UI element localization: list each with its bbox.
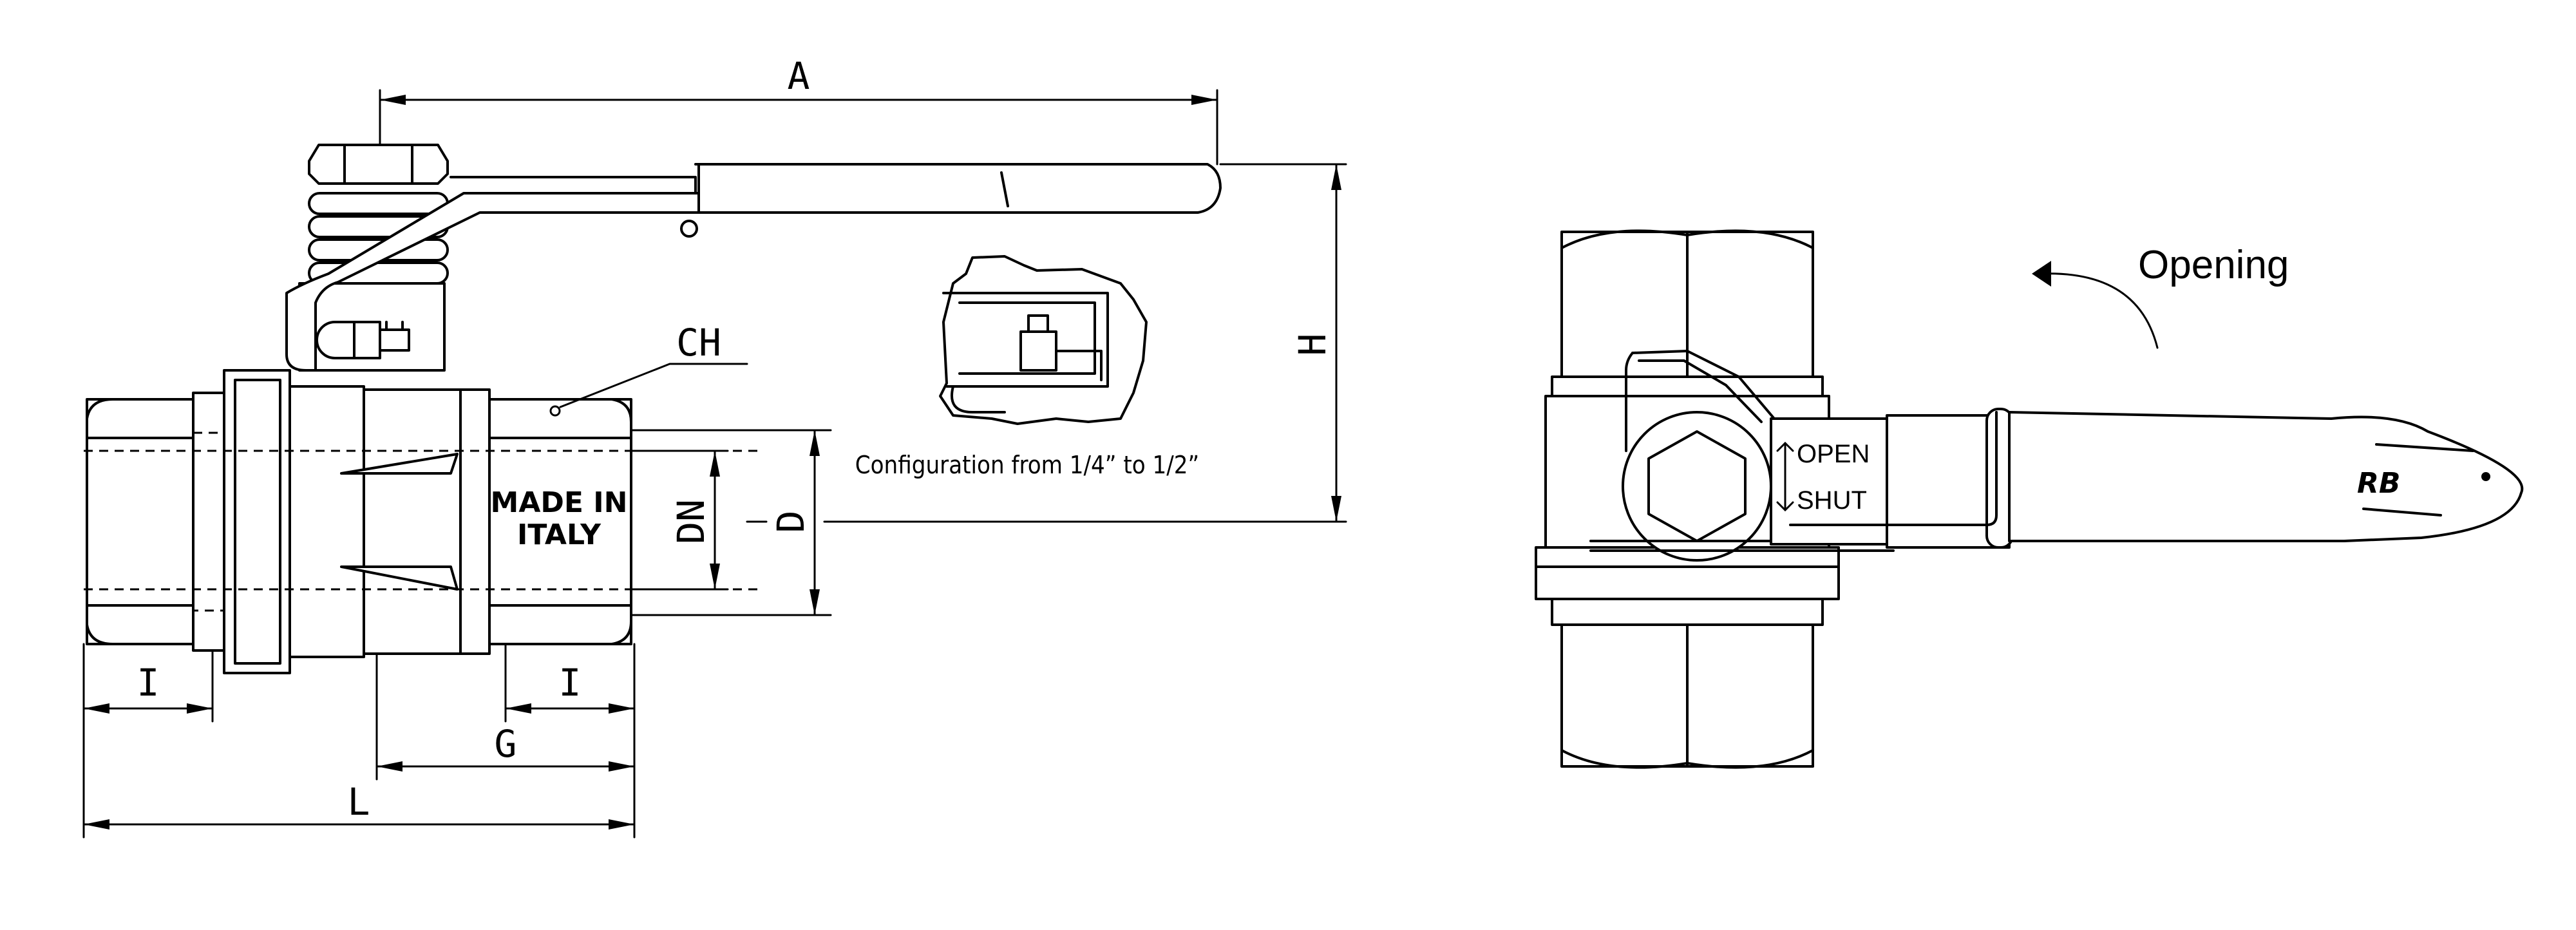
stem-assembly bbox=[298, 282, 446, 372]
lever-handle bbox=[285, 163, 1222, 372]
handle-shut-label: SHUT bbox=[1797, 486, 1867, 515]
configuration-note: Configuration from 1/4” to 1/2” bbox=[855, 451, 1199, 479]
right-hex-end: MADE IN ITALY bbox=[488, 398, 632, 645]
logo-mark: RB bbox=[2357, 443, 2490, 517]
front-handle-grip: OPEN SHUT RB bbox=[1776, 411, 2524, 542]
dimension-l: L bbox=[82, 780, 636, 830]
opening-arrow-icon bbox=[2032, 261, 2051, 287]
valve-front-view: OPEN SHUT RB Opening bbox=[1535, 229, 2524, 769]
dimension-i-left: I bbox=[82, 643, 214, 839]
front-stem-hex bbox=[1622, 411, 1772, 562]
dimension-g: G bbox=[375, 652, 636, 781]
dim-a-label: A bbox=[788, 54, 810, 98]
made-in-line1: MADE IN bbox=[491, 486, 628, 519]
dim-d-label: D bbox=[769, 511, 813, 533]
valve-body-center bbox=[223, 369, 491, 674]
handle-open-label: OPEN bbox=[1797, 440, 1870, 468]
dim-i-left-label: I bbox=[137, 661, 160, 705]
left-hex-end bbox=[86, 392, 240, 652]
dim-g-label: G bbox=[495, 722, 517, 766]
dim-i-right-label: I bbox=[559, 661, 582, 705]
dimension-d: D bbox=[630, 429, 832, 616]
dimension-ch: CH bbox=[559, 321, 748, 408]
opening-indicator: Opening bbox=[2032, 243, 2289, 349]
front-lever bbox=[1589, 350, 2014, 552]
front-bottom-hex bbox=[1560, 623, 1814, 769]
front-ring bbox=[1551, 598, 1824, 626]
dimension-dn: DN bbox=[630, 450, 729, 591]
opening-label: Opening bbox=[2138, 243, 2289, 287]
top-nut bbox=[308, 144, 449, 185]
dim-ch-label: CH bbox=[676, 321, 721, 365]
dimension-h: H bbox=[823, 163, 1347, 523]
configuration-inset: Configuration from 1/4” to 1/2” bbox=[855, 255, 1199, 479]
dim-l-label: L bbox=[348, 780, 370, 824]
dim-dn-label: DN bbox=[669, 499, 713, 544]
front-top-hex bbox=[1560, 229, 1814, 381]
made-in-line2: ITALY bbox=[517, 518, 601, 551]
dimension-i-right: I bbox=[504, 643, 636, 839]
dim-h-label: H bbox=[1291, 334, 1334, 356]
valve-side-view: MADE IN ITALY bbox=[82, 54, 1347, 839]
dimension-a: A bbox=[379, 54, 1218, 166]
logo-text: RB bbox=[2357, 467, 2400, 500]
